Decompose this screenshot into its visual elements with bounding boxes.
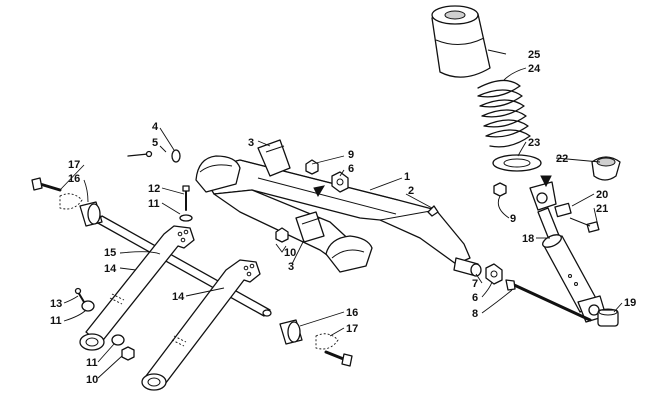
rear-arm-left	[79, 225, 195, 351]
leader-lines	[59, 49, 623, 379]
callout-11-upper: 11	[148, 198, 160, 210]
callout-20: 20	[596, 189, 608, 201]
callout-19: 19	[624, 297, 636, 309]
callout-10-upper: 10	[284, 247, 296, 259]
callout-6-lower: 6	[472, 292, 478, 304]
callout-21: 21	[596, 203, 608, 215]
callout-5: 5	[152, 137, 158, 149]
callout-23: 23	[528, 137, 540, 149]
bump-stop-boot	[431, 5, 491, 78]
pivot-bushing-right	[485, 263, 503, 285]
cotter-pin	[127, 150, 153, 158]
washer-small	[171, 149, 181, 163]
callout-9-right: 9	[510, 213, 516, 225]
callout-14-left: 14	[104, 263, 117, 275]
callout-22: 22	[556, 153, 568, 165]
callout-3-lower: 3	[288, 261, 294, 273]
spacer-dashed-right	[315, 333, 339, 350]
rear-washer-lower	[111, 334, 125, 346]
callout-24: 24	[528, 63, 541, 75]
coil-spring	[477, 79, 531, 148]
callout-7: 7	[472, 278, 478, 290]
rear-bolt-small	[74, 287, 95, 312]
spring-retainer-cup	[591, 156, 621, 181]
pivot-bushing-left	[313, 171, 349, 198]
shock-bolt	[569, 217, 600, 233]
callout-17-left: 17	[68, 159, 80, 171]
callout-4: 4	[152, 121, 159, 133]
callout-13: 13	[50, 298, 62, 310]
cap-screw-right	[324, 350, 353, 367]
front-arm	[199, 159, 482, 277]
rear-arm-right	[141, 259, 261, 391]
arrow-marker-icon	[313, 185, 326, 198]
bracket-bolt	[179, 185, 193, 222]
callout-labels: 25 24 23 22 20 21 9 18 19 7 6 8 1 2 9 6 …	[50, 49, 636, 386]
rear-nut-lower	[121, 346, 135, 361]
cap-screw-left	[31, 177, 62, 192]
long-bolt	[505, 279, 592, 322]
callout-16-left: 16	[68, 173, 80, 185]
callout-9-upper: 9	[348, 149, 354, 161]
spacer-dashed-left	[59, 193, 83, 210]
arrow-marker-icon	[540, 175, 552, 188]
shock-nut	[493, 182, 507, 197]
shock-spacer	[554, 202, 572, 218]
callout-2: 2	[408, 185, 414, 197]
callout-1: 1	[404, 171, 410, 183]
callout-14-right: 14	[172, 291, 185, 303]
callout-6-upper: 6	[348, 163, 354, 175]
arm-side-nut	[275, 227, 289, 243]
shock-bottom-bushing	[597, 308, 619, 327]
callout-11-lower: 11	[86, 357, 98, 369]
bushing-right	[279, 319, 303, 345]
arm-top-bracket	[195, 155, 241, 193]
callout-10-lower: 10	[86, 374, 98, 386]
callout-17-right: 17	[346, 323, 358, 335]
callout-12: 12	[148, 183, 160, 195]
bearing-block-lower	[295, 211, 325, 243]
callout-18: 18	[522, 233, 534, 245]
arm-lower-bracket	[325, 235, 373, 273]
callout-11-middle: 11	[50, 315, 62, 327]
pivot-nut-upper	[305, 159, 319, 175]
callout-8: 8	[472, 308, 478, 320]
bushing-left	[79, 201, 103, 227]
callout-16-right: 16	[346, 307, 358, 319]
bearing-block-upper	[257, 139, 291, 177]
callout-15: 15	[104, 247, 116, 259]
callout-25: 25	[528, 49, 540, 61]
spring-seat-collar	[492, 154, 542, 172]
callout-3-upper: 3	[248, 137, 254, 149]
shock-top-eyelet	[529, 175, 557, 211]
